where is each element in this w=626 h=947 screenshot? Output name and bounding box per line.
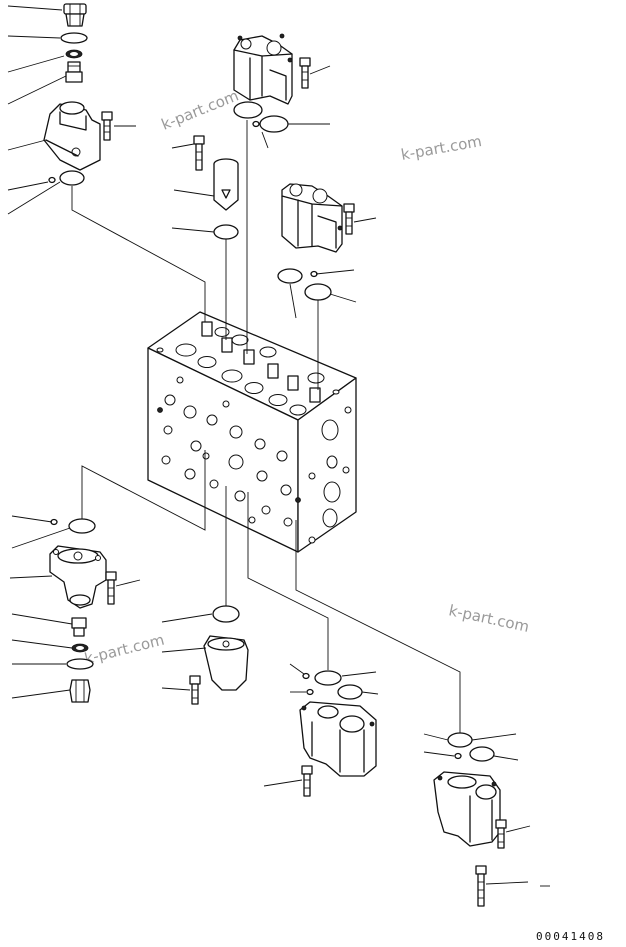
small-o-ring [302,672,310,680]
long-bolt [475,865,487,907]
small-o-ring [252,120,260,128]
o-ring [213,224,239,240]
o-ring [304,283,332,301]
o-ring [314,670,342,686]
o-ring [277,268,303,284]
part-number: 00041408 [536,930,605,943]
o-ring [212,605,240,623]
bolt [189,675,201,705]
seal-ring [65,49,83,59]
bolt [495,819,507,849]
watermark-2: k-part.com [400,132,484,164]
solenoid-valve-top [233,33,293,105]
bolt [105,571,117,605]
bolt [101,111,113,141]
o-ring [66,658,94,670]
o-ring [233,101,263,119]
solenoid-valve-right [281,183,343,253]
watermark-3: k-part.com [447,601,531,636]
plug-fitting-bottom [69,679,91,703]
bolt [193,135,205,171]
o-ring [68,518,96,534]
check-valve-cover [43,101,101,171]
seal-ring [71,643,89,653]
leader-lines [7,5,550,887]
relief-valve-cap [213,158,239,211]
bolt [343,203,355,235]
small-o-ring [454,752,462,760]
o-ring [469,746,495,762]
flow-control-valve [299,701,377,777]
bolt [301,765,313,797]
small-o-ring [48,176,56,184]
o-ring [447,732,473,748]
bolt [299,57,311,89]
watermark-1: k-part.com [159,86,241,133]
end-cover [203,635,249,691]
o-ring [59,170,85,186]
main-valve-block [147,311,357,553]
check-valve-cover-lower [49,545,107,609]
assembly-lines [71,120,461,736]
o-ring [60,32,88,44]
pressure-valve [433,771,501,847]
o-ring [337,684,363,700]
plug-fitting [71,617,87,637]
small-o-ring [306,688,314,696]
plug-fitting [65,61,83,83]
plug-fitting-top [63,3,87,27]
watermark-4: k-part.com [83,631,167,668]
o-ring [259,115,289,133]
